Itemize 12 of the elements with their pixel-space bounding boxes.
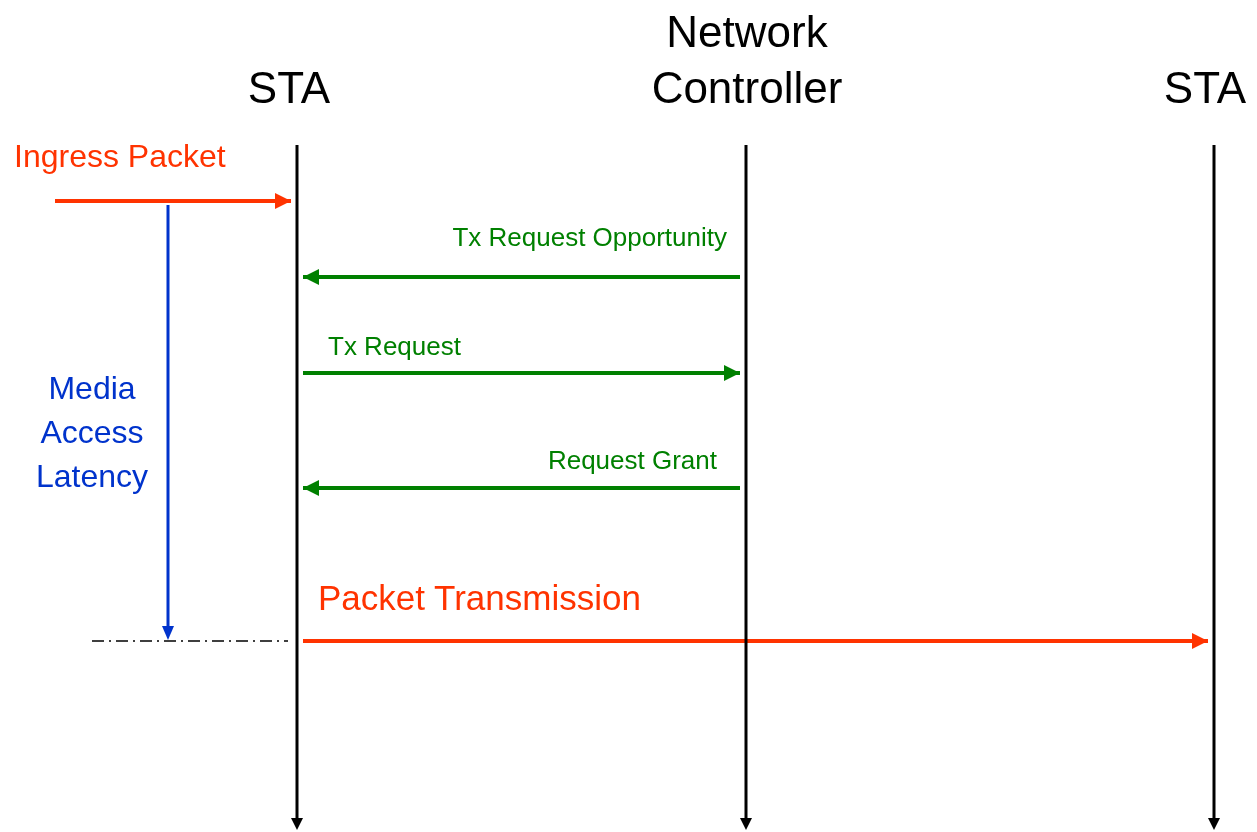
participant-label: STA [1155,60,1255,116]
message-arrow [303,633,1208,649]
message-arrow [303,365,740,381]
participant-label: STA [219,60,359,116]
message-arrow [303,480,740,496]
lifeline-arrow [291,145,303,830]
message-arrow [55,193,291,209]
lifeline-arrow [1208,145,1220,830]
message-arrow [303,269,740,285]
participant-label: Network Controller [617,4,877,116]
lifeline-arrow [740,145,752,830]
latency-label: Media Access Latency [34,369,150,496]
